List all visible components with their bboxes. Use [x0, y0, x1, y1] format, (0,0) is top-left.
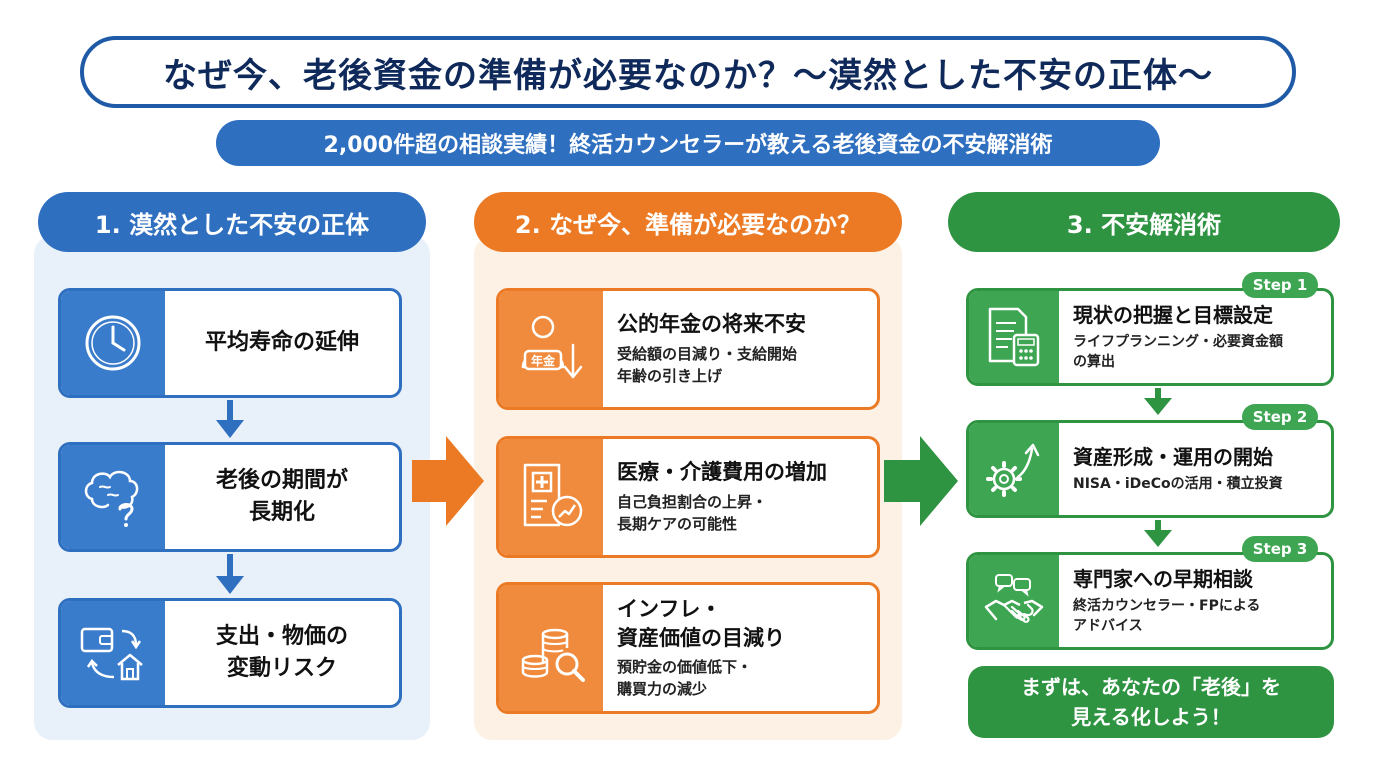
column-1-header-text: 1. 漠然とした不安の正体 — [94, 210, 370, 239]
brain-question-icon — [61, 445, 165, 549]
reason-card-desc-line2: 年齢の引き上げ — [617, 367, 723, 386]
column-2-header: 2. なぜ今、準備が必要なのか？ — [474, 192, 902, 252]
solution-step-1: 現状の把握と目標設定 ライフプランニング・必要資金額 の算出 — [966, 288, 1334, 386]
reason-card-desc-line1: 自己負担割合の上昇・ — [617, 492, 768, 511]
column-3-header: 3. 不安解消術 — [948, 192, 1340, 252]
down-arrow-icon — [216, 554, 244, 594]
cause-card-title: 平均寿命の延伸 — [204, 330, 359, 356]
step-badge-text: Step 2 — [1252, 408, 1308, 426]
reason-card-medical: 医療・介護費用の増加 自己負担割合の上昇・ 長期ケアの可能性 — [496, 436, 880, 558]
solution-step-title: 専門家への早期相談 — [1073, 566, 1253, 591]
step-badge-3: Step 3 — [1242, 536, 1318, 562]
down-arrow-icon — [1144, 520, 1172, 547]
medical-document-icon — [499, 439, 603, 555]
solution-step-title: 現状の把握と目標設定 — [1073, 302, 1273, 327]
column-1-header: 1. 漠然とした不安の正体 — [38, 192, 426, 252]
reason-card-desc-line1: 預貯金の価値低下・ — [617, 657, 753, 676]
solution-step-desc-line2: アドバイス — [1073, 618, 1143, 634]
cause-card-title-line1: 老後の期間が — [215, 468, 348, 494]
right-arrow-orange-icon — [412, 436, 484, 526]
reason-card-desc-line2: 長期ケアの可能性 — [617, 515, 738, 534]
reason-card-pension: 年金 公的年金の将来不安 受給額の目減り・支給開始 年齢の引き上げ — [496, 288, 880, 410]
handshake-icon — [969, 555, 1059, 647]
down-arrow-icon — [216, 400, 244, 438]
cause-card-lifespan: 平均寿命の延伸 — [58, 288, 402, 398]
document-calculator-icon — [969, 291, 1059, 383]
gear-growth-icon — [969, 423, 1059, 515]
column-3-header-text: 3. 不安解消術 — [1066, 210, 1222, 239]
step-badge-text: Step 1 — [1252, 276, 1308, 294]
subtitle-text: 2,000件超の相談実績！終活カウンセラーが教える老後資金の不安解消術 — [323, 133, 1053, 158]
step-badge-2: Step 2 — [1242, 404, 1318, 430]
cause-card-long-retirement: 老後の期間が 長期化 — [58, 442, 402, 552]
clock-icon — [61, 291, 165, 395]
cause-card-expense-risk: 支出・物価の 変動リスク — [58, 598, 402, 708]
reason-card-inflation: インフレ・ 資産価値の目減り 預貯金の価値低下・ 購買力の減少 — [496, 582, 880, 714]
solution-step-desc-line1: NISA・iDeCoの活用・積立投資 — [1073, 475, 1283, 492]
down-arrow-icon — [1144, 388, 1172, 415]
solution-step-desc-line2: の算出 — [1073, 354, 1115, 370]
reason-card-title-line2: 資産価値の目減り — [617, 625, 785, 650]
right-arrow-green-icon — [884, 436, 958, 526]
subtitle-banner: 2,000件超の相談実績！終活カウンセラーが教える老後資金の不安解消術 — [216, 120, 1160, 166]
cta-line2: 見える化しよう！ — [1071, 705, 1231, 729]
reason-card-desc-line2: 購買力の減少 — [617, 680, 708, 699]
pension-icon-label: 年金 — [531, 353, 556, 368]
solution-step-title: 資産形成・運用の開始 — [1073, 444, 1273, 469]
coins-magnifier-icon — [499, 585, 603, 711]
cause-card-title-line2: 変動リスク — [226, 656, 337, 681]
main-title: なぜ今、老後資金の準備が必要なのか？〜漠然とした不安の正体〜 — [80, 36, 1296, 108]
solution-step-desc-line1: 終活カウンセラー・FPによる — [1073, 597, 1261, 614]
wallet-house-icon — [61, 601, 165, 705]
cause-card-title-line2: 長期化 — [248, 500, 315, 525]
reason-card-title-line1: インフレ・ — [617, 597, 722, 622]
pension-person-icon: 年金 — [499, 291, 603, 407]
cause-card-title-line1: 支出・物価の — [215, 624, 348, 650]
reason-card-title: 医療・介護費用の増加 — [617, 460, 827, 485]
solution-step-2: 資産形成・運用の開始 NISA・iDeCoの活用・積立投資 — [966, 420, 1334, 518]
solution-step-3: 専門家への早期相談 終活カウンセラー・FPによる アドバイス — [966, 552, 1334, 650]
step-badge-1: Step 1 — [1242, 272, 1318, 298]
solution-step-desc-line1: ライフプランニング・必要資金額 — [1073, 333, 1283, 350]
call-to-action-banner: まずは、あなたの「老後」を 見える化しよう！ — [968, 666, 1334, 738]
step-badge-text: Step 3 — [1252, 540, 1308, 558]
reason-card-title: 公的年金の将来不安 — [617, 312, 806, 337]
column-2-header-text: 2. なぜ今、準備が必要なのか？ — [514, 210, 862, 239]
reason-card-desc-line1: 受給額の目減り・支給開始 — [617, 344, 798, 363]
main-title-text: なぜ今、老後資金の準備が必要なのか？〜漠然とした不安の正体〜 — [163, 55, 1213, 96]
cta-line1: まずは、あなたの「老後」を — [1021, 675, 1281, 699]
